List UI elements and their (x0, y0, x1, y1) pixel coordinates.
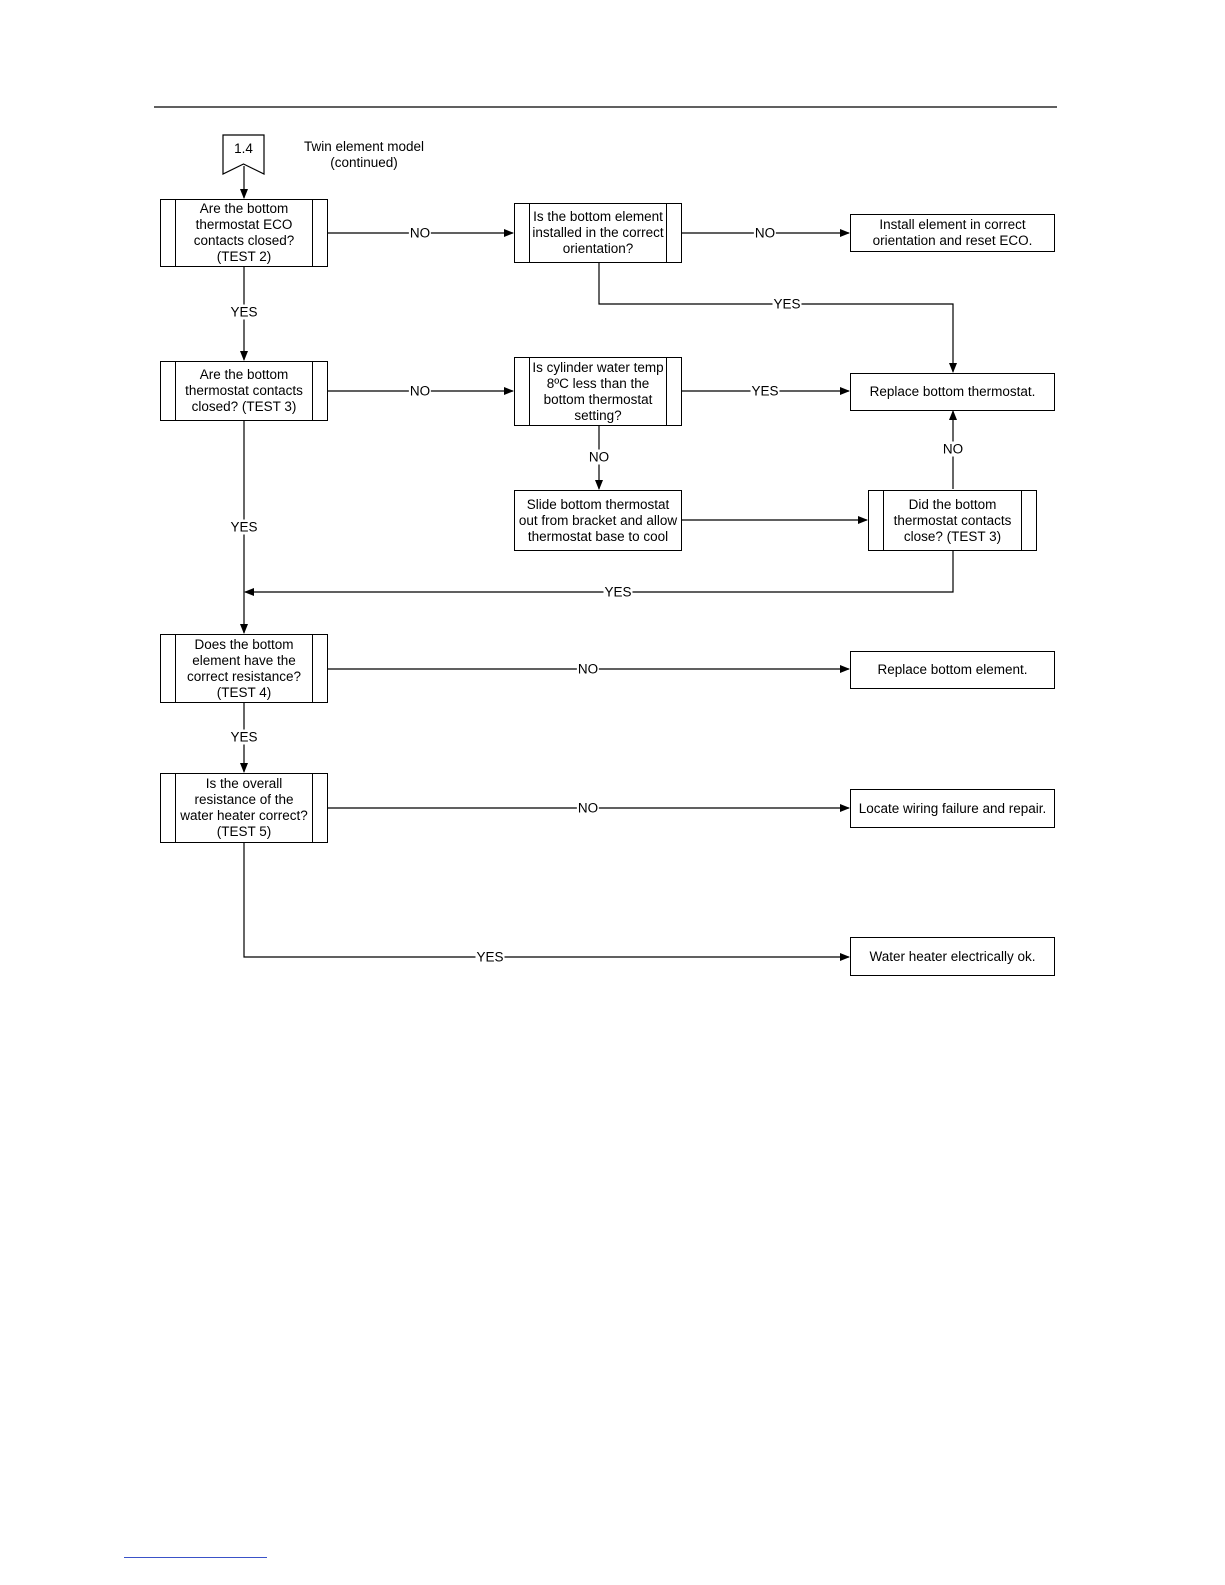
offpage-connector-shape (222, 134, 265, 175)
edge-did-yes (244, 551, 954, 596)
edge-label-did-yes: YES (603, 584, 633, 600)
footer-link-underline[interactable] (124, 1557, 267, 1558)
edge-overall-yes (243, 843, 850, 961)
section-subtitle: Twin element model (continued) (303, 139, 425, 170)
edge-label-orient-yes: YES (772, 296, 802, 312)
edge-label-overall-yes: YES (475, 949, 505, 965)
decision-did-contacts-close: Did the bottom thermostat contacts close… (868, 490, 1037, 551)
action-locate-wiring: Locate wiring failure and repair. (850, 789, 1055, 828)
offpage-connector-label: 1.4 (234, 141, 253, 156)
decision-overall-resistance: Is the overall resistance of the water h… (160, 773, 328, 843)
decision-eco-contacts: Are the bottom thermostat ECO contacts c… (160, 199, 328, 267)
decision-thermostat-contacts: Are the bottom thermostat contacts close… (160, 361, 328, 421)
result-electrically-ok: Water heater electrically ok. (850, 937, 1055, 976)
decision-element-orientation: Is the bottom element installed in the c… (514, 203, 682, 263)
decision-element-resistance: Does the bottom element have the correct… (160, 634, 328, 703)
edge-label-eco-no: NO (408, 225, 432, 241)
edge-label-temp-no: NO (587, 449, 611, 465)
edge-label-temp-yes: YES (750, 383, 780, 399)
edge-label-contacts-no: NO (408, 383, 432, 399)
action-replace-element: Replace bottom element. (850, 651, 1055, 689)
edge-label-did-no: NO (941, 441, 965, 457)
action-slide-thermostat: Slide bottom thermostat out from bracket… (514, 490, 682, 551)
edge-label-contacts-yes: YES (229, 519, 259, 535)
decision-cylinder-temp: Is cylinder water temp 8ºC less than the… (514, 357, 682, 426)
edge-label-resistance-yes: YES (229, 729, 259, 745)
edge-label-overall-no: NO (576, 800, 600, 816)
edge-label-resistance-no: NO (576, 661, 600, 677)
edge-orient-yes (598, 263, 957, 373)
action-install-element: Install element in correct orientation a… (850, 214, 1055, 252)
edge-label-eco-yes: YES (229, 304, 259, 320)
action-replace-thermostat: Replace bottom thermostat. (850, 373, 1055, 411)
edge-label-orient-no: NO (753, 225, 777, 241)
